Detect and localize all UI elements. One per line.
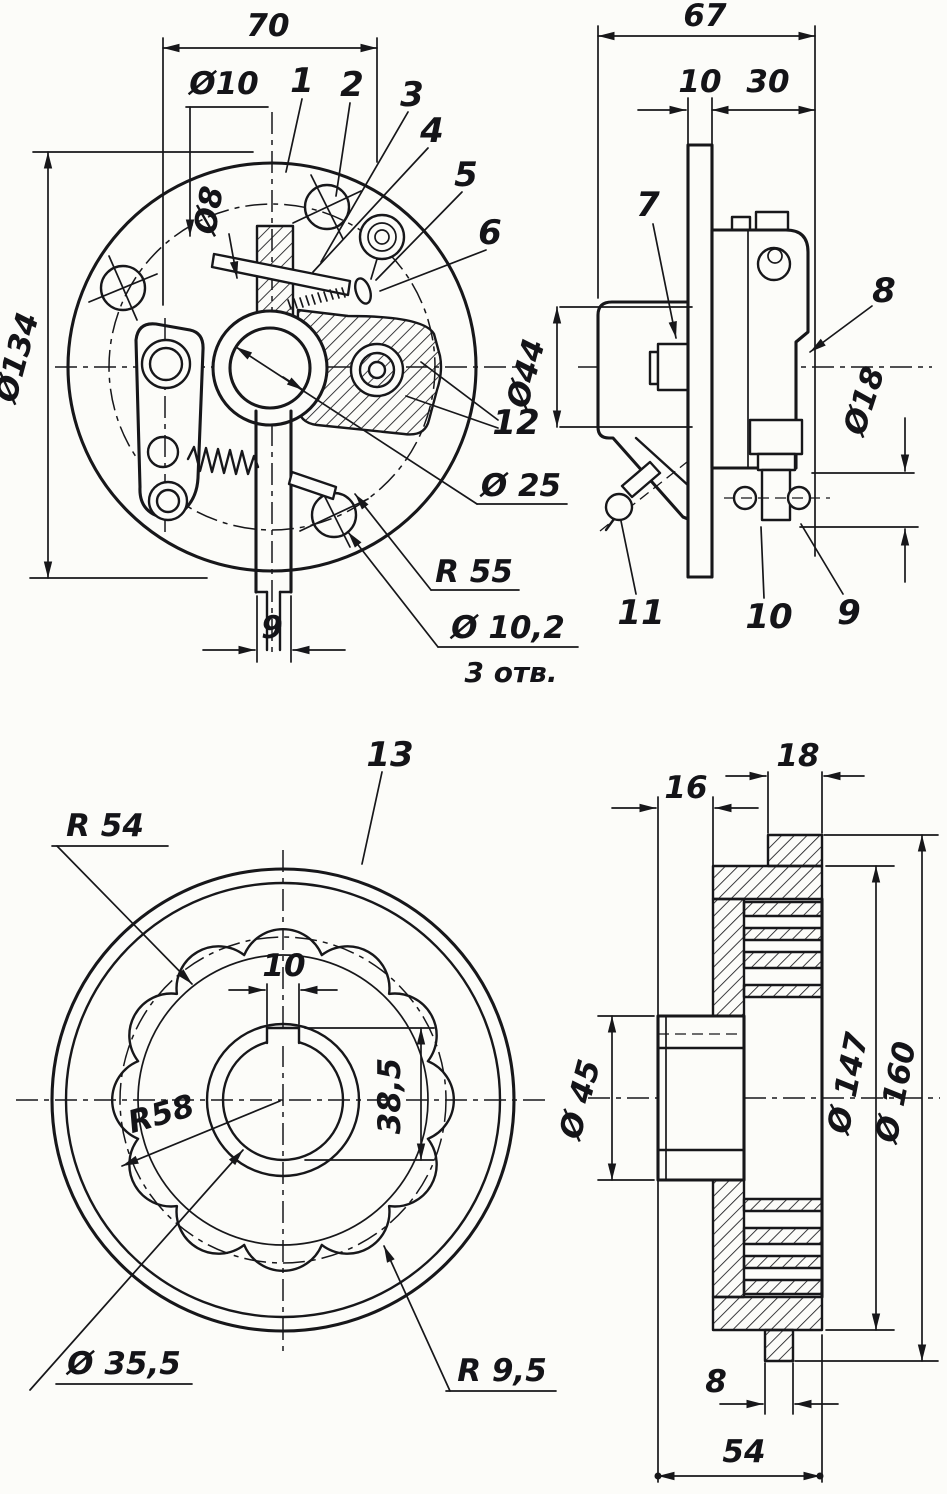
dim-9: 9 <box>261 610 283 646</box>
cable-strip <box>287 470 338 501</box>
dim-d10: Ø10 <box>187 66 259 102</box>
callout-4: 4 <box>419 111 444 151</box>
callout-13: 13 <box>366 735 413 775</box>
drum-outer-circle <box>50 867 516 1333</box>
dim-70: 70 <box>246 8 289 44</box>
drum-section-geometry <box>588 833 940 1363</box>
drum-front-dimensions: R 54 13 10 38,5 R58 Ø 35,5 R 9,5 <box>29 735 557 1392</box>
dim-d44: Ø44 <box>499 335 552 413</box>
callout-9: 9 <box>837 593 861 633</box>
bottom-flange <box>763 1328 795 1363</box>
cable-roller <box>604 492 634 522</box>
callout-8: 8 <box>872 271 896 311</box>
callout-7: 7 <box>636 185 660 225</box>
spring <box>186 445 260 476</box>
dim-r9-5: R 9,5 <box>457 1353 547 1389</box>
hub-section <box>656 1014 746 1182</box>
dim-54: 54 <box>722 1434 765 1470</box>
callout-1: 1 <box>290 61 314 101</box>
callout-12: 12 <box>492 403 539 443</box>
backing-plate-circle <box>66 161 478 573</box>
mount-hole-top <box>292 174 362 240</box>
keyway <box>265 1026 301 1046</box>
stem <box>254 409 293 652</box>
adjusting-rod <box>210 252 352 297</box>
mount-plate <box>686 143 714 579</box>
drum-hub-circle <box>205 1022 361 1178</box>
rim-teeth <box>742 900 824 1296</box>
dim-r58: R58 <box>124 1088 198 1141</box>
front-view-geometry <box>55 112 527 658</box>
cable-clamp <box>620 460 662 499</box>
mount-hole-left <box>88 255 158 321</box>
dim-d45: Ø 45 <box>552 1056 608 1145</box>
callout-10: 10 <box>745 597 792 637</box>
dim-holes-note: 3 отв. <box>464 656 557 689</box>
callout-11: 11 <box>617 593 664 633</box>
dim-d25: Ø 25 <box>479 468 561 504</box>
dim-38-5: 38,5 <box>372 1058 408 1135</box>
dim-10: 10 <box>678 64 721 100</box>
scallop-ring <box>111 928 455 1272</box>
hub-bore <box>228 326 312 410</box>
top-web <box>711 897 746 1018</box>
dim-67: 67 <box>683 0 727 34</box>
dim-30: 30 <box>746 64 789 100</box>
callout-3: 3 <box>400 75 424 115</box>
dim-keyway-10: 10 <box>262 948 305 984</box>
scallop-pitch-circle <box>119 936 447 1264</box>
dim-8: 8 <box>705 1364 727 1400</box>
callout-5: 5 <box>454 155 478 195</box>
roller-stack <box>724 418 830 522</box>
brake-lever <box>134 318 205 532</box>
rod-fork <box>354 277 372 305</box>
dim-d134: Ø134 <box>0 309 47 408</box>
callout-6: 6 <box>478 213 502 253</box>
side-view-dimensions: 67 10 30 Ø44 Ø18 7 8 9 10 11 <box>499 0 919 637</box>
dim-d8: Ø8 <box>187 184 231 239</box>
front-view-dimensions: 70 Ø10 Ø8 Ø134 9 1 2 3 4 5 6 12 <box>0 8 579 689</box>
dim-d147: Ø 147 <box>820 1029 875 1138</box>
dim-d35-5: Ø 35,5 <box>65 1346 181 1382</box>
callout-2: 2 <box>340 65 364 105</box>
dim-16: 16 <box>664 770 707 806</box>
mount-bolt <box>656 342 690 392</box>
serrated-sector <box>287 287 346 310</box>
bottom-rim <box>711 1295 824 1332</box>
top-rim <box>711 864 824 901</box>
dim-18: 18 <box>776 738 819 774</box>
bottom-web <box>711 1178 746 1299</box>
top-flange <box>766 833 824 868</box>
return-coil <box>358 213 406 261</box>
dim-r54: R 54 <box>66 808 144 844</box>
dim-r55: R 55 <box>435 554 513 590</box>
drum-front-geometry <box>16 850 550 1352</box>
dim-d18: Ø18 <box>836 362 892 441</box>
drum-rim-circle <box>64 881 502 1319</box>
cam-bracket <box>710 210 810 470</box>
dim-d10-2: Ø 10,2 <box>449 610 565 646</box>
side-view-geometry <box>578 143 932 579</box>
